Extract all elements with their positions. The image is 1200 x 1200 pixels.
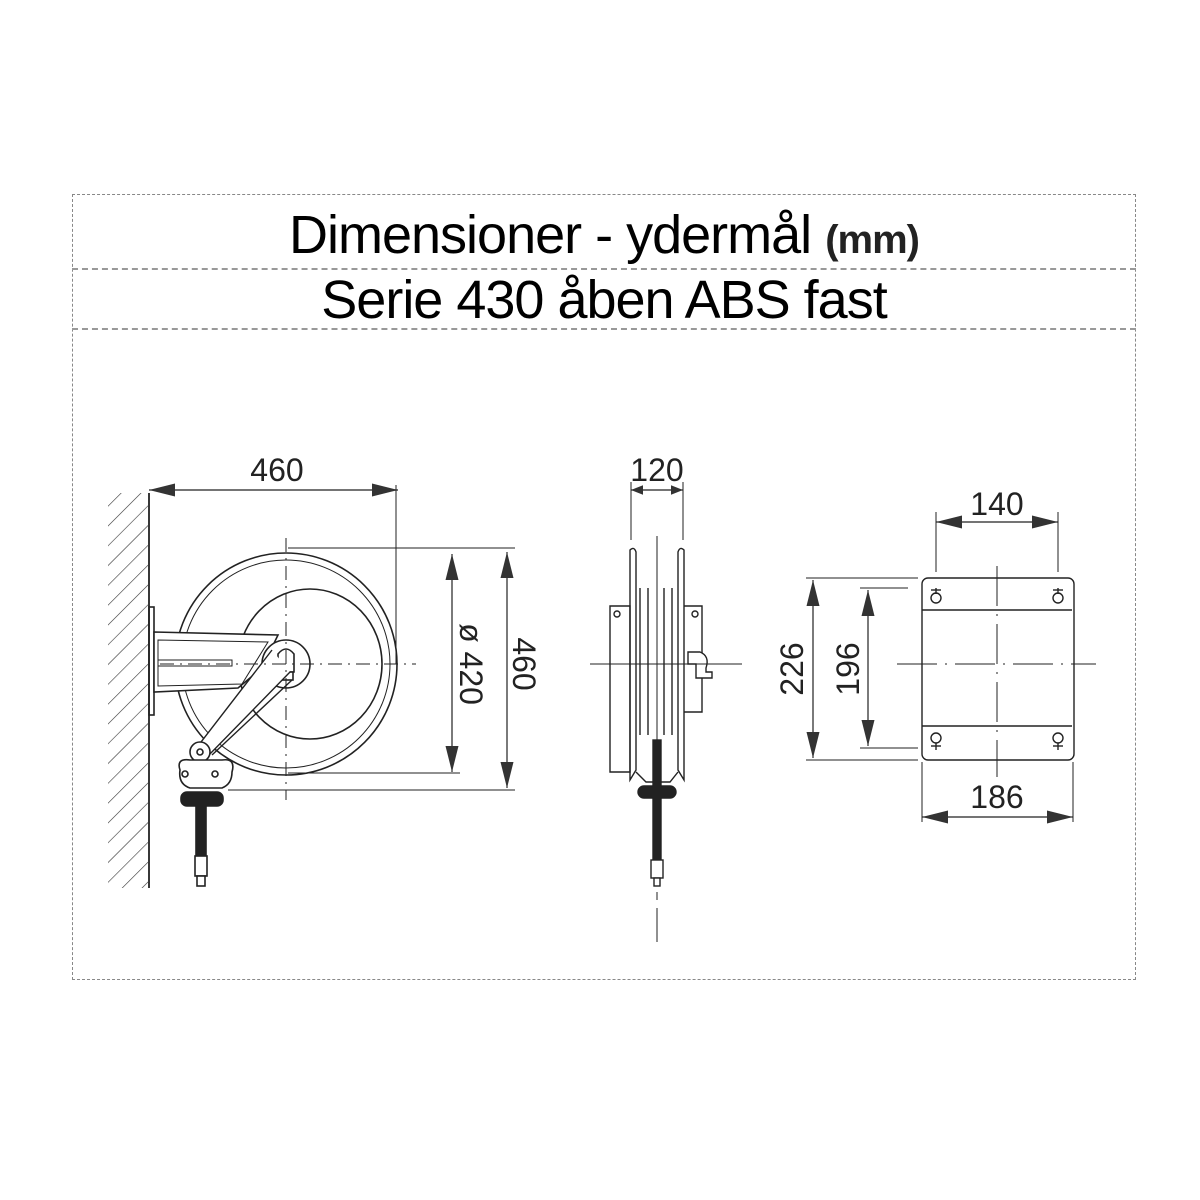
- swivel-joint: [178, 758, 234, 789]
- hole-spacing-h-label: 140: [970, 486, 1023, 522]
- plate-height-label: 226: [774, 642, 810, 695]
- page-subtitle: Serie 430 åben ABS fast: [321, 270, 887, 330]
- reel-diameter-label: ø 420: [453, 623, 489, 705]
- title-divider: [72, 268, 1136, 270]
- hose-guide: [180, 791, 224, 807]
- side-height-label: 460: [506, 637, 542, 690]
- keyhole-icon: [930, 588, 1064, 750]
- side-width-label: 460: [250, 452, 303, 488]
- front-width-label: 120: [630, 452, 683, 488]
- side-view: [108, 483, 515, 888]
- page-title: Dimensioner - ydermål (mm): [72, 200, 1136, 270]
- hole-spacing-v-label: 196: [830, 642, 866, 695]
- hose: [195, 805, 207, 857]
- drawing-frame: [72, 194, 1136, 980]
- subtitle-divider: [72, 328, 1136, 330]
- plate-width-label: 186: [970, 779, 1023, 815]
- front-view: [590, 482, 742, 942]
- title-text: Dimensioner - ydermål: [289, 205, 812, 265]
- mounting-plate-view: [806, 512, 1096, 824]
- wall-hatch: [108, 493, 148, 888]
- unit-label: (mm): [825, 218, 920, 262]
- mounting-plate: [921, 577, 1075, 761]
